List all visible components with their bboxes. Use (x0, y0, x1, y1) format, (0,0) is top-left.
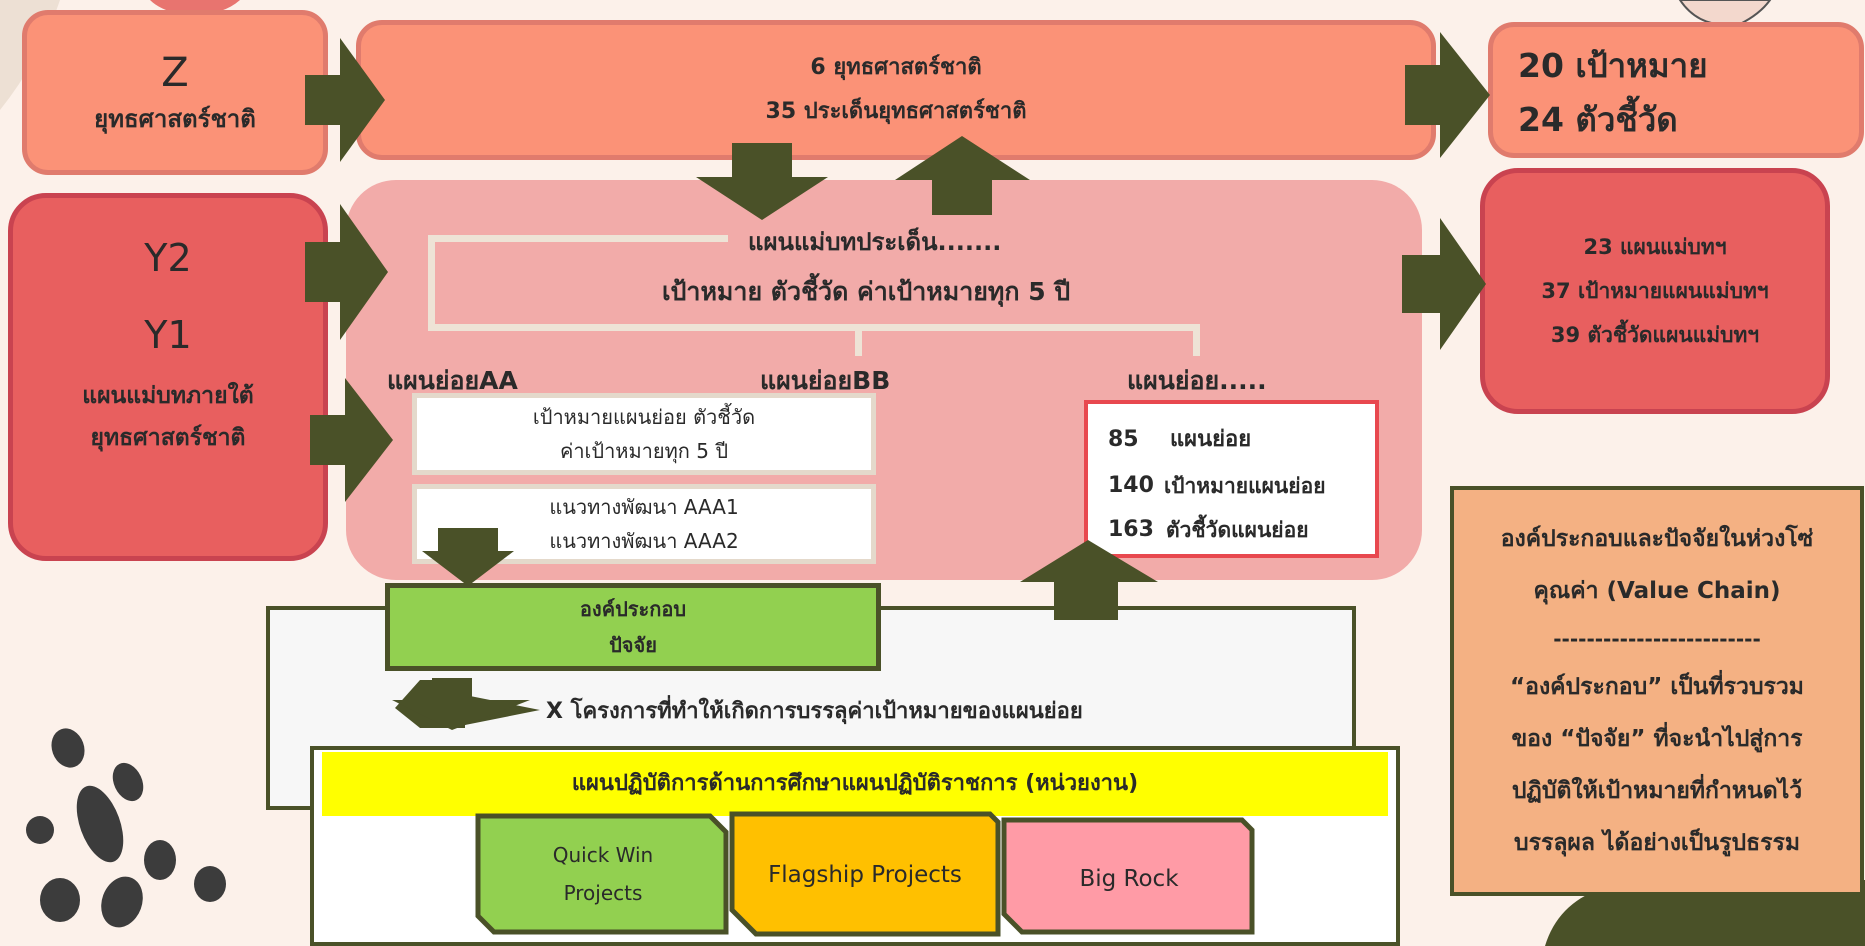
sub-plan-aa-heading: แผนย่อยAA (387, 366, 518, 395)
stat-sub-plans-count: 85 (1108, 427, 1139, 452)
big-rock-text: Big Rock (1079, 866, 1179, 892)
z-box: Z ยุทธศาสตร์ชาติ (22, 10, 328, 175)
bracket-top-line (428, 235, 728, 242)
flagship-shape (729, 811, 1001, 937)
goals-box: 20 เป้าหมาย 24 ตัวชี้วัด (1488, 22, 1864, 158)
flagship-text: Flagship Projects (768, 862, 962, 888)
national-strategy-line1: 6 ยุทธศาสตร์ชาติ (810, 55, 982, 80)
aa-guidelines-box: แนวทางพัฒนา AAA1 แนวทางพัฒนา AAA2 (412, 484, 876, 564)
flagship-label: Flagship Projects (732, 850, 998, 900)
big-rock-shape (1001, 817, 1255, 935)
quick-win-line2: Projects (563, 881, 643, 905)
sub-plan-bb-heading: แผนย่อยBB (760, 366, 891, 395)
national-strategy-box: 6 ยุทธศาสตร์ชาติ 35 ประเด็นยุทธศาสตร์ชาต… (356, 20, 1436, 160)
aa-goals-line2: ค่าเป้าหมายทุก 5 ปี (559, 439, 729, 463)
stat-goals-count: 140 (1108, 473, 1154, 498)
big-rock-label: Big Rock (1004, 854, 1254, 904)
bracket-right-post (1193, 324, 1200, 356)
goals-line1: 20 เป้าหมาย (1518, 46, 1708, 85)
value-chain-line6: บรรลุผล ได้อย่างเป็นรูปธรรม (1514, 830, 1800, 856)
aa-goals-line1: เป้าหมายแผนย่อย ตัวชี้วัด (532, 405, 756, 429)
bracket-left-post (428, 235, 435, 331)
value-chain-line2: คุณค่า (Value Chain) (1533, 578, 1781, 604)
quick-win-label: Quick Win Projects (478, 836, 728, 912)
stat-goals-label: เป้าหมายแผนย่อย (1164, 474, 1326, 498)
master-plan-stats-box: 23 แผนแม่บทฯ 37 เป้าหมายแผนแม่บทฯ 39 ตัว… (1480, 168, 1830, 414)
national-strategy-line2: 35 ประเด็นยุทธศาสตร์ชาติ (765, 99, 1027, 124)
value-chain-line4: ของ “ปัจจัย” ที่จะนำไปสู่การ (1511, 726, 1803, 752)
action-plan-banner: แผนปฏิบัติการด้านการศึกษาแผนปฏิบัติราชกา… (322, 752, 1388, 816)
aa-guideline-1: แนวทางพัฒนา AAA1 (549, 495, 739, 519)
y-box: Y2 Y1 แผนแม่บทภายใต้ ยุทธศาสตร์ชาติ (8, 193, 328, 561)
quick-win-line1: Quick Win (552, 843, 654, 867)
bracket-mid-post (855, 324, 862, 356)
y1-label: Y1 (144, 313, 192, 357)
value-chain-divider: ------------------------- (1553, 627, 1761, 651)
dots-decoration (26, 728, 226, 928)
aa-goals-box: เป้าหมายแผนย่อย ตัวชี้วัด ค่าเป้าหมายทุก… (412, 393, 876, 475)
z-label: ยุทธศาสตร์ชาติ (94, 104, 256, 133)
bracket-bottom-line (428, 324, 1200, 331)
goals-line2: 24 ตัวชี้วัด (1518, 100, 1678, 139)
master-plan-subtitle: เป้าหมาย ตัวชี้วัด ค่าเป้าหมายทุก 5 ปี (662, 277, 1071, 306)
y2-label: Y2 (144, 236, 192, 280)
value-chain-line3: “องค์ประกอบ” เป็นที่รวบรวม (1510, 674, 1804, 700)
value-chain-line5: ปฏิบัติให้เป้าหมายที่กำหนดไว้ (1511, 778, 1803, 804)
aa-guideline-2: แนวทางพัฒนา AAA2 (549, 529, 739, 553)
master-stats-line3: 39 ตัวชี้วัดแผนแม่บทฯ (1550, 323, 1760, 347)
projects-text: X โครงการที่ทำให้เกิดการบรรลุค่าเป้าหมาย… (546, 699, 1083, 724)
stat-indicators-count: 163 (1108, 517, 1154, 542)
z-letter: Z (161, 49, 189, 96)
stat-sub-plans-label: แผนย่อย (1170, 427, 1252, 452)
component-line1: องค์ประกอบ (579, 597, 687, 621)
y-caption-line1: แผนแม่บทภายใต้ (82, 383, 254, 409)
component-line2: ปัจจัย (609, 633, 657, 657)
master-plan-title: แผนแม่บทประเด็น....... (748, 228, 1002, 256)
value-chain-line1: องค์ประกอบและปัจจัยในห่วงโซ่ (1500, 526, 1814, 552)
bottom-right-blob (1545, 880, 1865, 946)
master-stats-line1: 23 แผนแม่บทฯ (1583, 235, 1727, 259)
sub-plan-stats-box: 85 แผนย่อย 140 เป้าหมายแผนย่อย 163 ตัวชี… (1084, 400, 1379, 558)
sub-plan-etc-heading: แผนย่อย..... (1127, 366, 1267, 395)
project-types-shapes (475, 811, 1255, 937)
stat-indicators-label: ตัวชี้วัดแผนย่อย (1166, 518, 1309, 542)
action-plan-title: แผนปฏิบัติการด้านการศึกษาแผนปฏิบัติราชกา… (571, 771, 1139, 796)
y-caption-line2: ยุทธศาสตร์ชาติ (90, 425, 246, 451)
quick-win-shape (475, 813, 729, 935)
value-chain-box: องค์ประกอบและปัจจัยในห่วงโซ่ คุณค่า (Val… (1450, 486, 1864, 896)
master-stats-line2: 37 เป้าหมายแผนแม่บทฯ (1541, 279, 1769, 303)
component-box: องค์ประกอบ ปัจจัย (385, 583, 881, 671)
